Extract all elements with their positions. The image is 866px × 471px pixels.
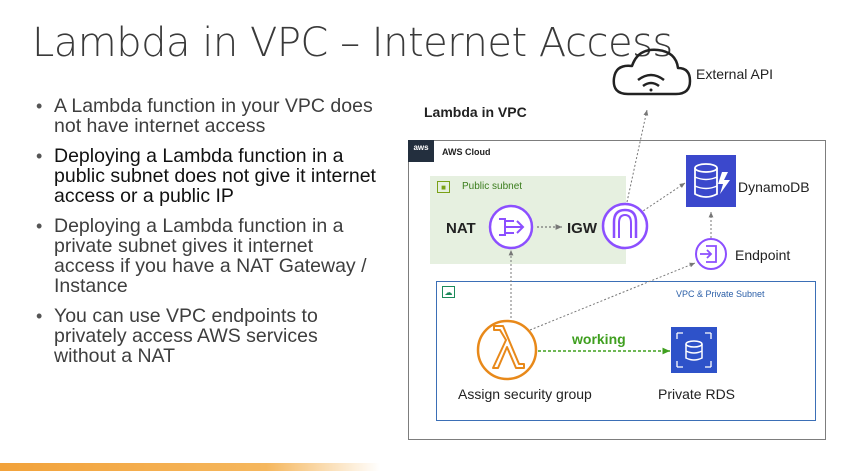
bullet-text: Deploying a Lambda function in a private… bbox=[54, 215, 367, 297]
bullet-text: A Lambda function in your VPC does not h… bbox=[54, 95, 373, 137]
bullet-text: Deploying a Lambda function in a public … bbox=[54, 145, 376, 207]
dynamodb-label: DynamoDB bbox=[738, 179, 810, 195]
private-subnet-label: VPC & Private Subnet bbox=[676, 289, 765, 299]
accent-bar bbox=[0, 463, 380, 471]
bullet-dot: • bbox=[36, 96, 43, 116]
lambda-icon bbox=[476, 319, 538, 381]
external-api-label: External API bbox=[696, 66, 774, 82]
bullet-text: You can use VPC endpoints to privately a… bbox=[54, 305, 318, 367]
bullet-dot: • bbox=[36, 216, 43, 236]
bullet-item: • A Lambda function in your VPC does not… bbox=[34, 96, 379, 136]
aws-logo: aws bbox=[408, 140, 434, 162]
internet-gateway-icon bbox=[601, 202, 649, 250]
bullet-list: • A Lambda function in your VPC does not… bbox=[34, 96, 379, 376]
cloud-badge-icon: ☁ bbox=[442, 286, 455, 298]
bullet-dot: • bbox=[36, 146, 43, 166]
private-subnet-box bbox=[436, 281, 816, 421]
igw-to-dynamodb-arrow bbox=[639, 182, 686, 214]
lambda-label: Assign security group bbox=[458, 386, 592, 402]
dynamodb-icon bbox=[686, 155, 736, 207]
diagram-title: Lambda in VPC bbox=[424, 104, 527, 120]
igw-to-external-arrow bbox=[626, 109, 649, 203]
lock-icon: ■ bbox=[437, 181, 450, 193]
public-subnet-label: Public subnet bbox=[462, 181, 523, 192]
igw-label: IGW bbox=[567, 220, 597, 237]
bullet-dot: • bbox=[36, 306, 43, 326]
nat-label: NAT bbox=[446, 220, 476, 237]
aws-cloud-label: AWS Cloud bbox=[442, 147, 491, 157]
rds-icon bbox=[671, 327, 717, 373]
bullet-item: • Deploying a Lambda function in a publi… bbox=[34, 146, 379, 206]
rds-label: Private RDS bbox=[658, 386, 736, 402]
bullet-item: • You can use VPC endpoints to privately… bbox=[34, 306, 379, 366]
lambda-to-endpoint-arrow bbox=[529, 262, 696, 331]
endpoint-label: Endpoint bbox=[735, 247, 791, 263]
slide-title: Lambda in VPC – Internet Access bbox=[32, 20, 673, 66]
nat-gateway-icon bbox=[488, 204, 534, 250]
bullet-item: • Deploying a Lambda function in a priva… bbox=[34, 216, 379, 296]
aws-cloud-box bbox=[408, 140, 826, 440]
endpoint-icon bbox=[695, 238, 727, 270]
working-label: working bbox=[572, 331, 626, 347]
cloud-wifi-icon bbox=[612, 48, 692, 96]
